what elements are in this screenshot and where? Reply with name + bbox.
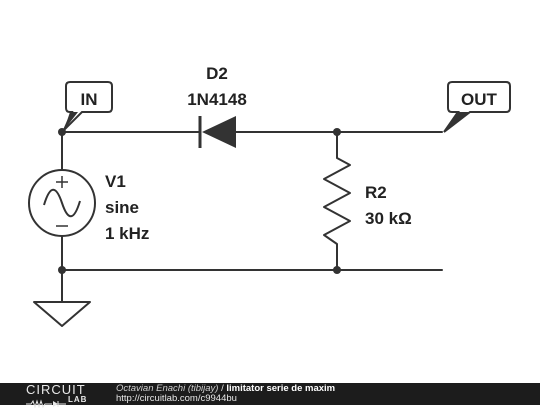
input-port-label: IN — [81, 90, 98, 109]
logo-circuit-strip: LAB — [26, 395, 92, 409]
logo-text-bottom: LAB — [68, 395, 88, 404]
footer-bar: CIRCUIT LAB Octavian Enachi (tibijay) / … — [0, 382, 540, 409]
resistor-r2 — [323, 157, 351, 245]
junction-in — [58, 128, 66, 136]
credit-line: Octavian Enachi (tibijay) / limitator se… — [116, 384, 335, 394]
sine-source-v1 — [28, 169, 96, 237]
diode-d2 — [198, 116, 236, 148]
output-port: OUT — [443, 81, 511, 133]
output-port-label: OUT — [461, 90, 498, 109]
circuit-url[interactable]: http://circuitlab.com/c9944bu — [116, 393, 237, 404]
circuitlab-logo[interactable]: CIRCUIT LAB — [26, 382, 92, 409]
ground-symbol — [33, 301, 91, 327]
logo-text-top: CIRCUIT — [26, 382, 86, 397]
junction-bottom-left — [58, 266, 66, 274]
input-port: IN — [63, 81, 113, 131]
source-waveform: sine — [105, 198, 139, 217]
resistor-value: 30 kΩ — [365, 209, 412, 228]
circuit-title[interactable]: limitator serie de maxim — [226, 383, 336, 394]
author-name[interactable]: Octavian Enachi (tibijay) — [116, 383, 219, 394]
circuit-schematic: IN OUT D2 1N4148 V1 sine 1 kHz R2 30 kΩ — [28, 64, 511, 327]
diode-ref: D2 — [206, 64, 228, 83]
source-ref: V1 — [105, 172, 126, 191]
source-frequency: 1 kHz — [105, 224, 149, 243]
diode-part: 1N4148 — [187, 90, 247, 109]
resistor-ref: R2 — [365, 183, 387, 202]
credit-separator: / — [221, 383, 224, 394]
junction-top-right — [333, 128, 341, 136]
junction-bottom-right — [333, 266, 341, 274]
